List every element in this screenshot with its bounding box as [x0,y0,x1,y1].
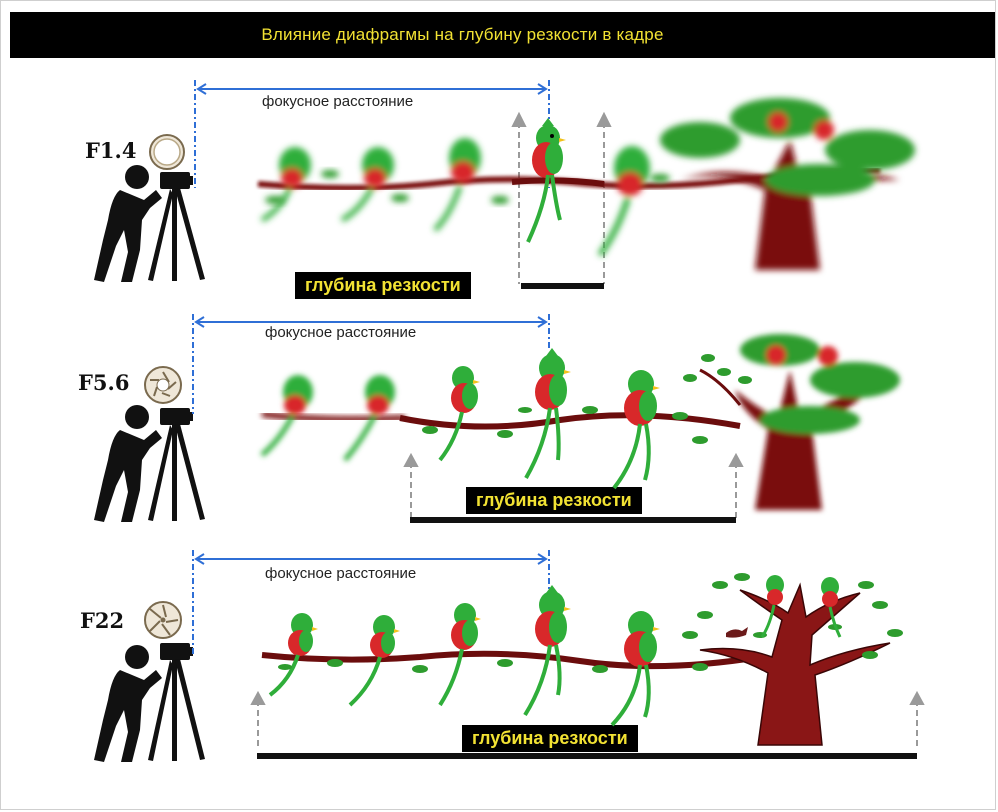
quetzal-bird-icon [348,615,400,707]
f-number-label: F5.6 [78,370,130,395]
tree-icon [683,334,900,510]
depth-of-field-markers [403,452,744,520]
photographer-icon [94,165,205,282]
panel-graphic [94,80,915,289]
panel-graphic [94,314,900,523]
quetzal-bird-icon [268,613,318,697]
aperture-icon [149,134,185,170]
focal-distance-label: фокусное расстояние [265,565,417,582]
quetzal-bird-icon [438,603,481,707]
photographer-icon [94,405,205,522]
quetzal-bird-icon [524,348,571,479]
quetzal-bird-icon [523,585,571,717]
focal-distance-line [192,314,550,414]
focal-distance-label: фокусное расстояние [265,324,417,341]
tree-icon [660,98,915,270]
focal-distance-label: фокусное расстояние [262,93,414,110]
depth-of-field-markers [250,690,925,750]
quetzal-bird-icon [260,138,650,257]
photographer-icon [94,643,205,762]
depth-of-field-label: глубина резкости [462,725,638,752]
f-number-label: F22 [80,608,125,633]
tree-icon [682,573,903,746]
aperture-icon [144,601,182,639]
quetzal-bird-icon [260,375,395,462]
depth-of-field-bar [410,517,736,523]
panel-f1-4: F1.4 фокусное расстояние глубина резкост… [0,70,998,310]
f-number-label: F1.4 [85,138,137,163]
panel-graphic [94,550,925,762]
quetzal-bird-icon [612,370,660,490]
quetzal-bird-icon [610,611,660,727]
title-bar: Влияние диафрагмы на глубину резкости в … [10,12,995,58]
depth-of-field-bar [257,753,917,759]
page-title: Влияние диафрагмы на глубину резкости в … [261,25,664,44]
quetzal-bird-icon [438,366,480,462]
depth-of-field-label: глубина резкости [295,272,471,299]
panel-f22: F22 фокусное расстояние глубина резкости [0,545,998,805]
quetzal-bird-icon [526,118,566,243]
depth-of-field-markers [511,111,612,284]
focal-distance-line [192,550,550,655]
aperture-icon [144,366,182,404]
depth-of-field-label: глубина резкости [466,487,642,514]
panel-f5-6: F5.6 фокусное расстояние глубина резкост… [0,310,998,550]
depth-of-field-bar [521,283,604,289]
